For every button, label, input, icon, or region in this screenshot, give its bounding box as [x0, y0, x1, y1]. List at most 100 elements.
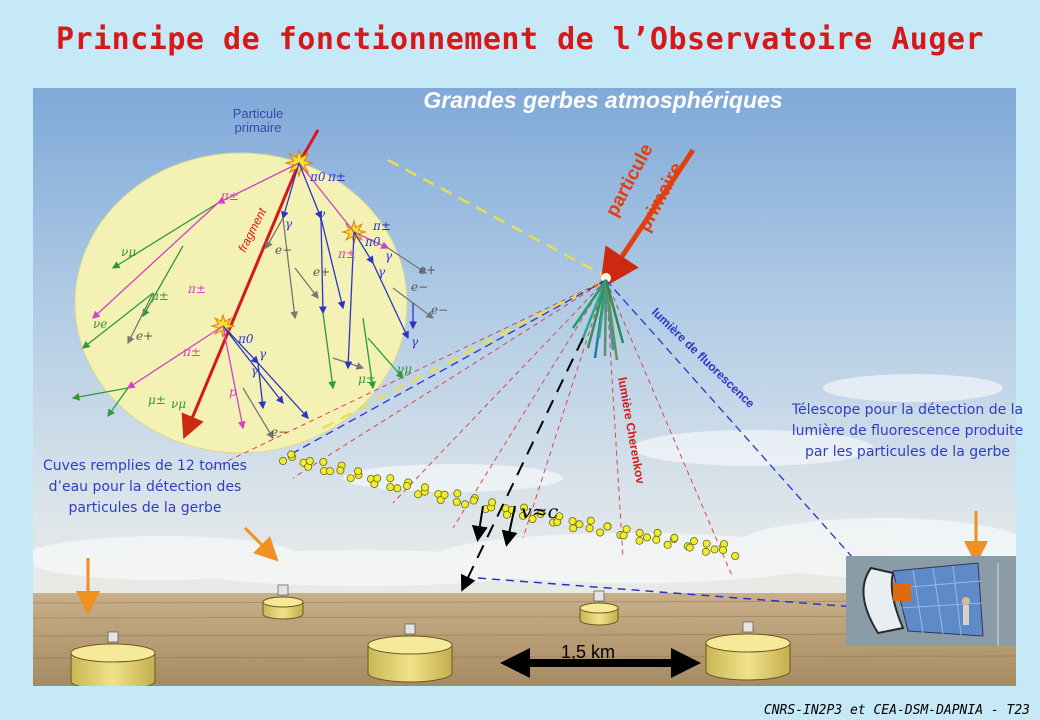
shower-dot [596, 528, 605, 537]
label-distance: 1,5 km [561, 642, 615, 662]
shower-dot [460, 500, 469, 509]
label-numu: νμ [121, 245, 136, 259]
label-e-minus: e− [271, 425, 288, 439]
label-gamma: γ [251, 364, 259, 378]
label-e-minus: e− [411, 280, 428, 294]
mu-track [322, 312, 337, 390]
shower-dot [453, 489, 462, 498]
inset-header-line1: Particule [233, 106, 284, 121]
label-gamma: γ [259, 347, 267, 361]
mu-track [362, 317, 376, 390]
page-title: Principe de fonctionnement de l’Observat… [55, 22, 985, 57]
shower-dot [575, 520, 584, 529]
gamma-track [318, 217, 327, 315]
gamma-track [257, 362, 267, 410]
tank-center [367, 623, 453, 683]
proton-track [222, 325, 246, 430]
gamma-track [298, 162, 323, 220]
gamma-track [320, 217, 346, 310]
shower-dot [731, 551, 740, 560]
label-e-minus: e− [431, 303, 448, 317]
tank-top [367, 635, 453, 655]
tank-antenna [404, 623, 416, 635]
e-track [387, 247, 428, 274]
tank-antenna [277, 584, 289, 596]
shower-dot [663, 540, 672, 549]
tank-far-left [262, 584, 304, 620]
label-gamma: γ [318, 207, 326, 221]
interaction-point [601, 273, 611, 283]
subtitle: Grandes gerbes atmosphériques [423, 88, 782, 113]
inset-header-line2: primaire [235, 120, 282, 135]
e-track [242, 387, 274, 440]
shower-dot [635, 528, 644, 537]
shower-dot [702, 539, 711, 548]
gamma-track [257, 362, 309, 419]
shower-dot [414, 490, 423, 499]
inset-connector-bottom [322, 278, 606, 430]
shower-dot [336, 466, 345, 475]
vc-arrow-2 [501, 505, 518, 547]
shower-dot [402, 481, 411, 490]
pion-track [216, 162, 300, 204]
shower-dot [685, 543, 694, 552]
numu-track [107, 387, 129, 418]
label-pi-pm: π± [372, 219, 391, 233]
shower-dot [488, 498, 497, 507]
shower-dot [354, 467, 363, 476]
shower-dot [690, 537, 699, 546]
shower-dot [325, 467, 334, 476]
shower-dot [519, 511, 528, 520]
shower-dot [643, 533, 652, 542]
e-track [127, 292, 154, 345]
shower-dot [386, 483, 395, 492]
e-track [265, 217, 284, 250]
tank-body [705, 642, 791, 681]
cherenkov-ray [292, 279, 607, 479]
shower-dot [653, 528, 662, 537]
cherenkov-ray [212, 279, 607, 469]
shower-dot [319, 457, 328, 466]
shower-dot [452, 497, 461, 506]
core-track [604, 279, 619, 361]
telescope-caption: Télescope pour la détection de la lumièr… [791, 402, 1024, 460]
credit-footer: CNRS-IN2P3 et CEA-DSM-DAPNIA - T23 [763, 703, 1030, 718]
shower-dot [420, 483, 429, 492]
label-pi0: π0 [237, 332, 254, 346]
label-numu: νμ [171, 397, 186, 411]
label-pi-pm: π± [187, 282, 206, 296]
label-e-plus: e+ [313, 265, 330, 279]
core-track [604, 279, 625, 344]
cherenkov-ray [392, 279, 607, 504]
shower-dot [520, 503, 529, 512]
pion-track [298, 162, 355, 233]
shower-dot [710, 545, 719, 554]
shower-dot [622, 525, 631, 534]
label-pi-pm: π± [327, 170, 346, 184]
shower-core [571, 279, 625, 361]
shower-dot [568, 517, 577, 526]
pion-track [126, 325, 224, 389]
shower-dot [386, 474, 395, 483]
tanks-caption: Cuves remplies de 12 tonnes d’eau pour l… [43, 458, 247, 516]
shower-dot [502, 510, 511, 519]
label-gamma: γ [285, 217, 293, 231]
cherenkov-ray [605, 279, 624, 559]
label-gamma: γ [385, 249, 393, 263]
label-proton: p [229, 385, 237, 399]
pion-track [353, 231, 390, 249]
label-pi0: π0 [364, 235, 381, 249]
tank-top [262, 596, 304, 608]
core-track [571, 279, 608, 329]
shower-dot [469, 496, 478, 505]
numu-track [367, 337, 404, 379]
primary-particle-arrow [599, 148, 696, 290]
fluorescence-ray [292, 279, 607, 454]
shower-dot [701, 547, 710, 556]
shower-dot [278, 456, 287, 465]
label-numu: νμ [397, 362, 412, 376]
fragment-track [181, 162, 301, 440]
